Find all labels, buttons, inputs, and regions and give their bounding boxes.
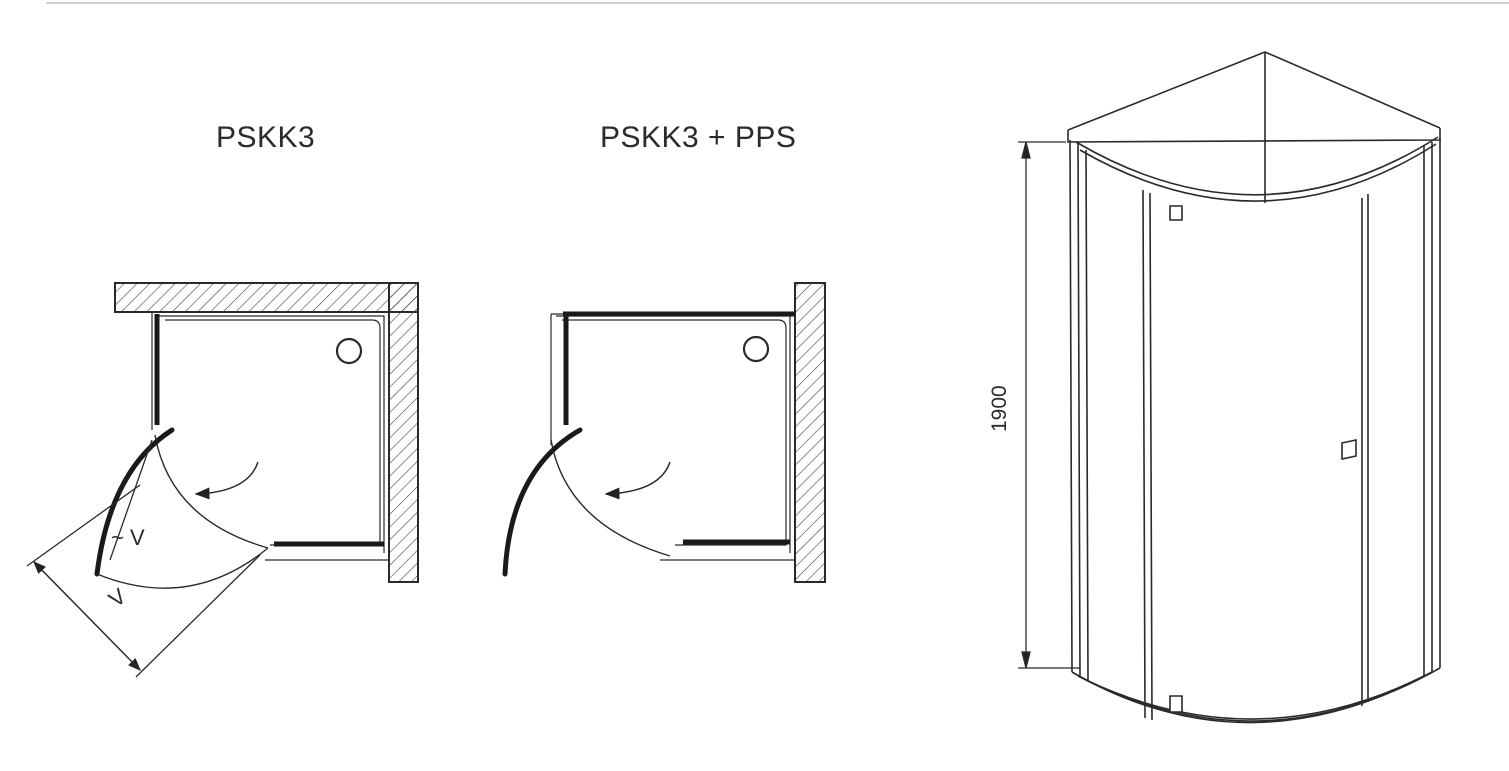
enclosure-bottom [1071,667,1441,724]
height-dimension-label: 1900 [988,385,1011,432]
height-dimension [1018,141,1080,669]
top-divider [46,2,1509,4]
door-closed-arc [550,439,671,557]
door-open-leaf [502,427,583,577]
enclosure-top [1067,51,1441,203]
door-handle-icon [1341,439,1357,460]
door-chord [109,439,153,561]
hinge-top-icon [1169,205,1183,221]
door-swing-arc [96,547,269,589]
wall-right-left-plan [388,282,419,583]
door-edges [1142,189,1369,721]
shower-tray-left [151,311,390,561]
hinge-bottom-icon [1169,695,1183,713]
plan-left-title: PSKK3 [216,121,316,154]
label-approx-v: ~ V [111,525,145,550]
door-open-leaf [94,427,175,577]
wall-top-left-plan [114,282,419,313]
drain-icon [335,337,363,365]
elevation-drawing [1018,51,1441,724]
rotation-arrow [194,461,259,500]
dimension-v [26,484,261,678]
enclosure-posts [1069,138,1441,681]
rotation-arrow [604,461,671,500]
drain-icon [742,335,770,363]
plan-left [26,282,419,678]
shower-tray-right [550,313,795,561]
plan-right-title: PSKK3 + PPS [600,121,797,154]
wall-right-right-plan [794,282,826,583]
door-closed-arc [154,434,269,549]
plan-right [502,282,826,583]
